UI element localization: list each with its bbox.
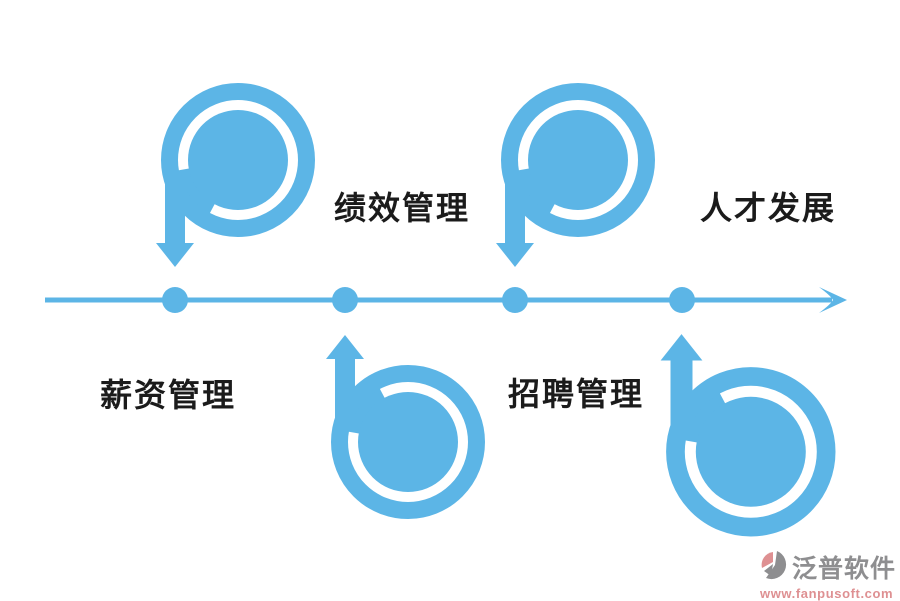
curl-arrow-down-icon: [490, 78, 660, 268]
curl-arrow-down-icon: [150, 78, 320, 268]
curl-arrow-up-icon: [320, 334, 490, 524]
timeline-dot-1: [162, 287, 188, 313]
brand-logo-icon: [760, 549, 790, 585]
timeline-dot-3: [502, 287, 528, 313]
brand-url: www.fanpusoft.com: [760, 586, 894, 601]
milestone-label-performance: 绩效管理: [334, 190, 471, 226]
timeline-axis: [40, 280, 860, 320]
milestone-label-recruitment: 招聘管理: [508, 376, 645, 412]
watermark: 泛普软件 www.fanpusoft.com: [760, 549, 898, 601]
timeline-axis-svg: [45, 287, 847, 313]
curl-arrow-up-icon: [654, 333, 841, 542]
milestone-label-talent: 人才发展: [700, 190, 837, 226]
timeline-arrowhead-icon: [819, 287, 847, 313]
brand-name: 泛普软件: [792, 555, 897, 583]
timeline-dot-4: [669, 287, 695, 313]
milestone-label-salary: 薪资管理: [100, 377, 237, 413]
timeline-dot-2: [332, 287, 358, 313]
